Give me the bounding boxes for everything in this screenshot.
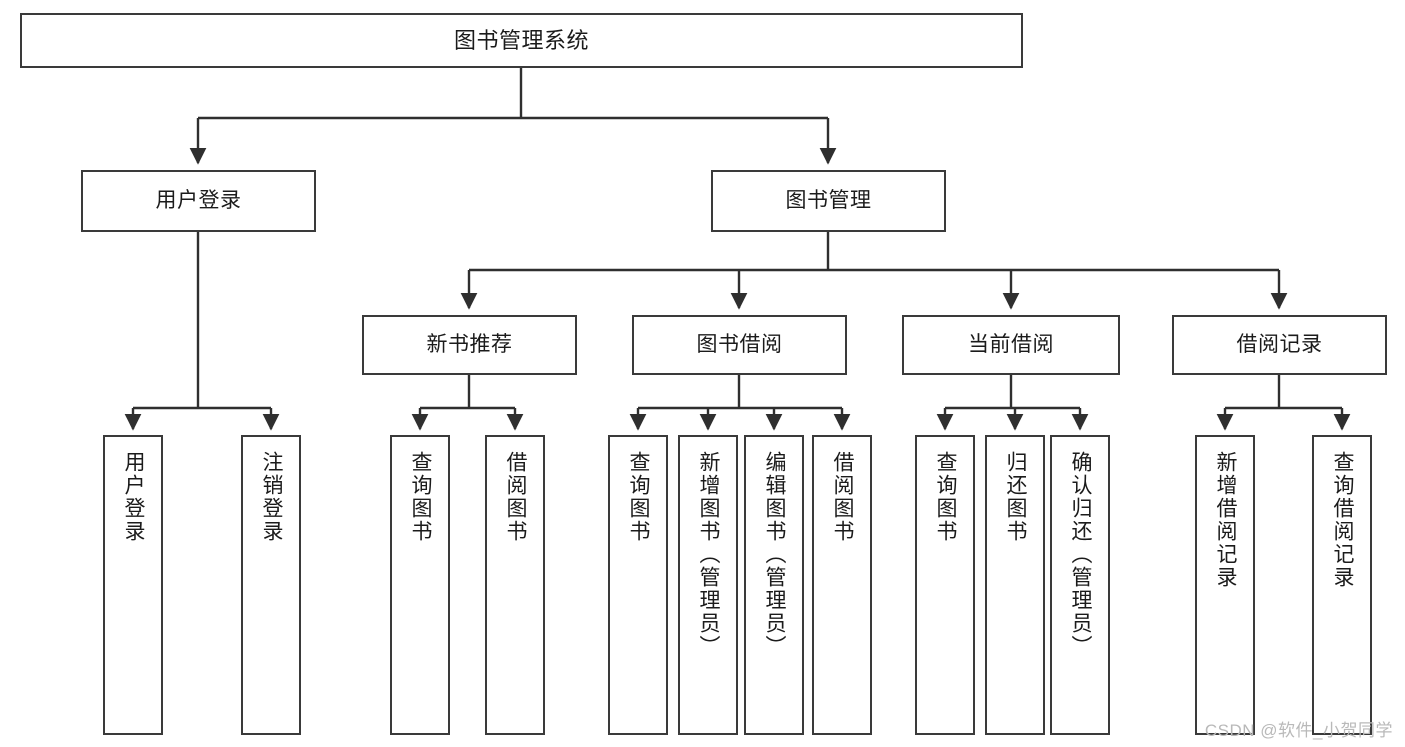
node-label: 图书管理	[785, 188, 872, 212]
leaf-user-login-login[interactable]: 用户登录	[103, 435, 163, 735]
node-root-system[interactable]: 图书管理系统	[20, 13, 1023, 68]
node-label: 确认归还（管理员）	[1069, 451, 1093, 658]
leaf-user-login-logout[interactable]: 注销登录	[241, 435, 301, 735]
node-label: 用户登录	[122, 451, 146, 543]
leaf-current-confirm-return-admin[interactable]: 确认归还（管理员）	[1050, 435, 1110, 735]
node-label: 查询图书	[409, 451, 433, 543]
node-current-borrow[interactable]: 当前借阅	[902, 315, 1120, 375]
node-book-borrow[interactable]: 图书借阅	[632, 315, 847, 375]
node-label: 用户登录	[155, 188, 242, 212]
node-label: 借阅记录	[1236, 332, 1323, 356]
leaf-current-query-book[interactable]: 查询图书	[915, 435, 975, 735]
leaf-borrow-edit-book-admin[interactable]: 编辑图书（管理员）	[744, 435, 804, 735]
node-book-management[interactable]: 图书管理	[711, 170, 946, 232]
node-borrow-record[interactable]: 借阅记录	[1172, 315, 1387, 375]
leaf-new-book-query[interactable]: 查询图书	[390, 435, 450, 735]
leaf-borrow-borrow-book[interactable]: 借阅图书	[812, 435, 872, 735]
node-label: 图书管理系统	[453, 27, 589, 53]
node-new-book-recommend[interactable]: 新书推荐	[362, 315, 577, 375]
node-user-login[interactable]: 用户登录	[81, 170, 316, 232]
leaf-record-query-record[interactable]: 查询借阅记录	[1312, 435, 1372, 735]
leaf-new-book-borrow[interactable]: 借阅图书	[485, 435, 545, 735]
csdn-watermark: CSDN @软件_小贺同学	[1204, 721, 1393, 740]
node-label: 查询图书	[627, 451, 651, 543]
leaf-borrow-add-book-admin[interactable]: 新增图书（管理员）	[678, 435, 738, 735]
node-label: 归还图书	[1004, 451, 1028, 543]
leaf-record-add-record[interactable]: 新增借阅记录	[1195, 435, 1255, 735]
node-label: 查询借阅记录	[1331, 451, 1355, 589]
node-label: 图书借阅	[696, 332, 783, 356]
node-label: 当前借阅	[968, 332, 1054, 356]
node-label: 新增图书（管理员）	[697, 451, 721, 658]
leaf-borrow-query-book[interactable]: 查询图书	[608, 435, 668, 735]
node-label: 新增借阅记录	[1214, 451, 1238, 589]
node-label: 新书推荐	[426, 332, 513, 356]
leaf-current-return-book[interactable]: 归还图书	[985, 435, 1045, 735]
node-label: 借阅图书	[831, 451, 855, 543]
node-label: 查询图书	[934, 451, 958, 543]
node-label: 借阅图书	[504, 451, 528, 543]
node-label: 编辑图书（管理员）	[763, 451, 787, 658]
node-label: 注销登录	[260, 451, 284, 543]
